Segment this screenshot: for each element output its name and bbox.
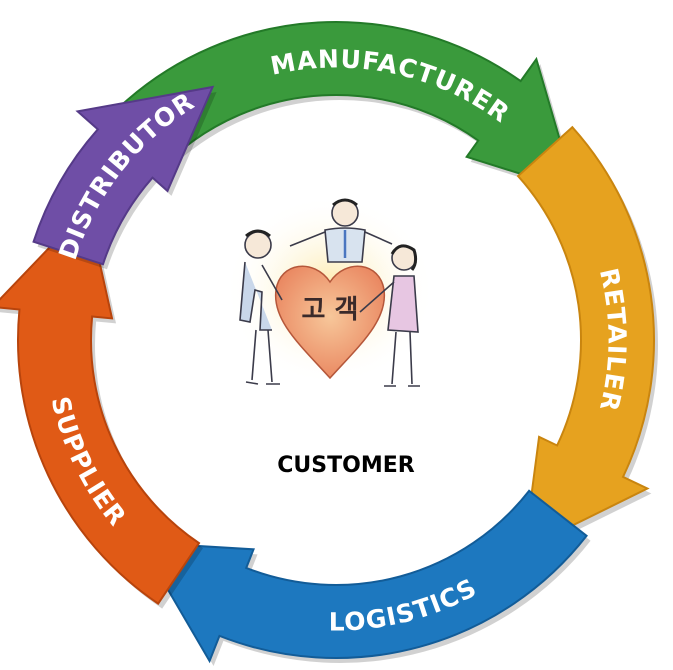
- person-middle-icon: [289, 198, 393, 263]
- customer-illustration: 고 객: [225, 195, 435, 387]
- person-right-icon: [359, 244, 420, 387]
- manufacturer-arrow: [121, 21, 577, 193]
- distributor-arrow: [32, 85, 215, 266]
- heart-icon: [274, 265, 386, 380]
- supplier-arrow: [0, 205, 201, 606]
- center-customer-label: CUSTOMER: [277, 453, 414, 478]
- retailer-arrow: [516, 125, 655, 551]
- logistics-arrow: [138, 489, 588, 664]
- arrows-layer: [0, 21, 658, 666]
- customer-korean-text: 고 객: [302, 295, 359, 325]
- person-left-icon: [239, 229, 283, 385]
